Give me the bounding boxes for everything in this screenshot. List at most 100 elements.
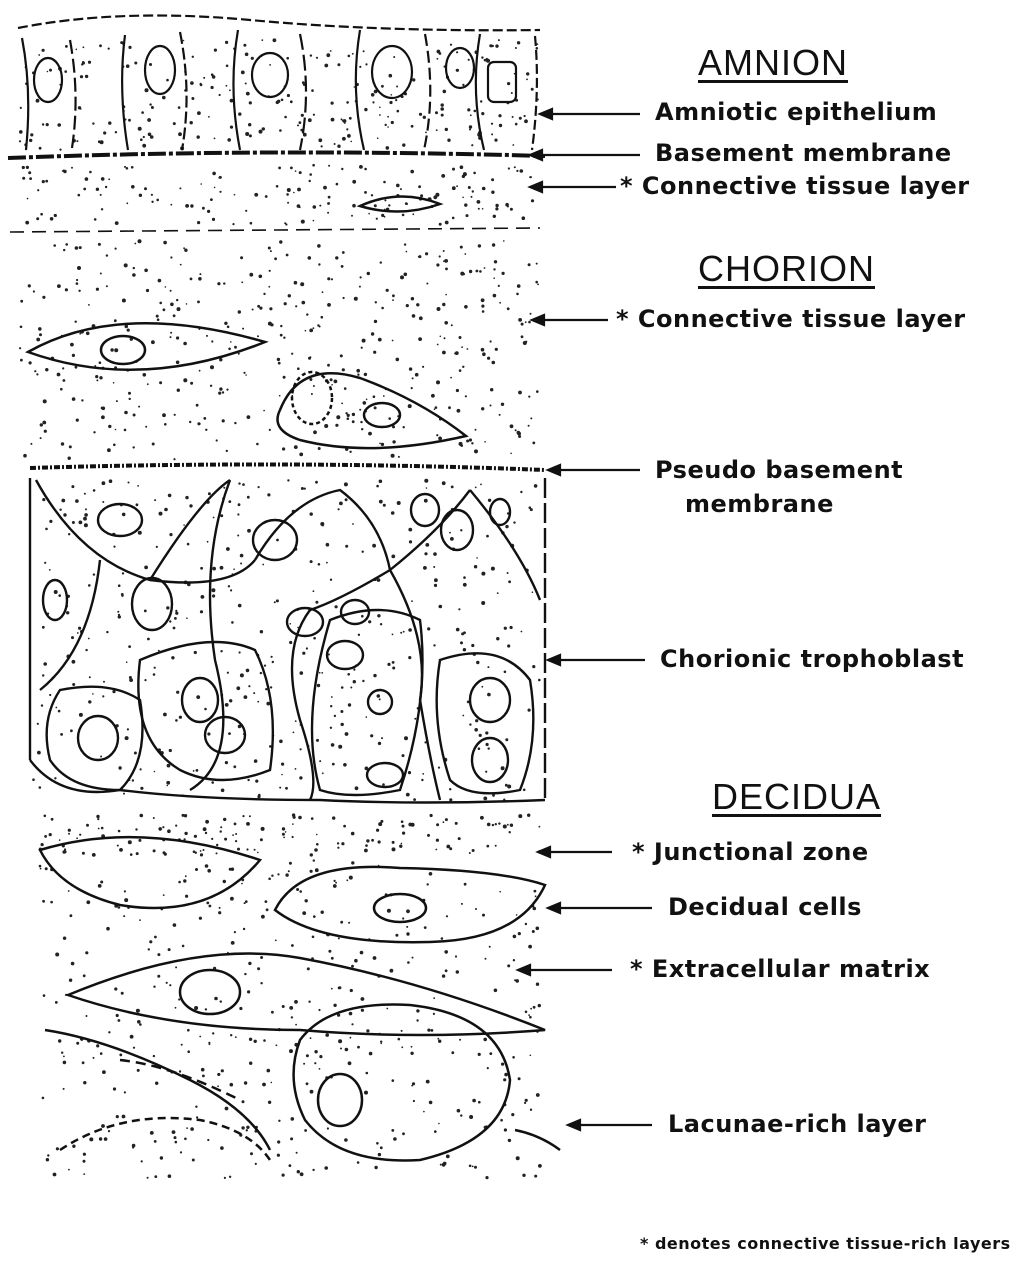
- stipple-dot: [250, 1152, 253, 1155]
- stipple-dot: [470, 114, 472, 116]
- stipple-dot: [366, 716, 368, 718]
- stipple-dot: [365, 844, 368, 847]
- stipple-dot: [49, 694, 51, 696]
- stipple-dot: [100, 140, 104, 144]
- stipple-dot: [327, 277, 330, 280]
- stipple-dot: [316, 739, 319, 742]
- stipple-dot: [66, 611, 69, 614]
- stipple-dot: [83, 517, 87, 521]
- stipple-dot: [226, 450, 228, 452]
- stipple-dot: [96, 379, 98, 381]
- stipple-dot: [380, 1146, 383, 1149]
- stipple-dot: [288, 870, 290, 872]
- stipple-dot: [132, 273, 136, 277]
- stipple-dot: [360, 951, 364, 955]
- stipple-dot: [245, 210, 247, 212]
- stipple-dot: [210, 198, 213, 201]
- stipple-dot: [450, 377, 452, 379]
- stipple-dot: [299, 776, 302, 779]
- stipple-dot: [187, 1050, 190, 1053]
- stipple-dot: [254, 849, 256, 851]
- stipple-dot: [154, 1140, 157, 1143]
- stipple-dot: [352, 180, 356, 184]
- stipple-dot: [173, 627, 176, 630]
- stipple-dot: [497, 592, 499, 594]
- stipple-dot: [328, 202, 330, 204]
- stipple-dot: [258, 794, 261, 797]
- stipple-dot: [276, 185, 279, 188]
- stipple-dot: [257, 335, 259, 337]
- stipple-dot: [156, 546, 158, 548]
- stipple-dot: [482, 310, 485, 313]
- stipple-dot: [124, 429, 127, 432]
- stipple-dot: [426, 283, 428, 285]
- stipple-dot: [263, 1039, 266, 1042]
- stipple-dot: [201, 1068, 205, 1072]
- stipple-dot: [443, 250, 445, 252]
- stipple-dot: [216, 852, 218, 854]
- stipple-dot: [495, 44, 498, 47]
- stipple-dot: [310, 853, 313, 856]
- stipple-dot: [211, 340, 213, 342]
- stipple-dot: [241, 883, 243, 885]
- stipple-dot: [124, 263, 128, 267]
- stipple-dot: [533, 1006, 536, 1009]
- stipple-dot: [430, 814, 433, 817]
- stipple-dot: [511, 92, 513, 94]
- stipple-dot: [49, 833, 52, 836]
- stipple-dot: [416, 303, 419, 306]
- stipple-dot: [472, 849, 475, 852]
- stipple-dot: [114, 987, 117, 990]
- stipple-dot: [289, 1006, 293, 1010]
- stipple-dot: [436, 823, 439, 826]
- stipple-dot: [337, 145, 340, 148]
- stipple-dot: [165, 286, 167, 288]
- stipple-dot: [238, 310, 241, 313]
- stipple-dot: [162, 826, 164, 828]
- stipple-dot: [200, 567, 203, 570]
- stipple-dot: [186, 303, 188, 305]
- stipple-dot: [445, 268, 448, 271]
- stipple-dot: [325, 1033, 329, 1037]
- stipple-dot: [328, 196, 331, 199]
- stipple-dot: [507, 824, 509, 826]
- stipple-dot: [326, 562, 328, 564]
- stipple-dot: [464, 883, 467, 886]
- stipple-dot: [338, 1039, 342, 1043]
- stipple-dot: [68, 457, 71, 460]
- stipple-dot: [126, 64, 130, 68]
- stipple-dot: [397, 501, 401, 505]
- stipple-dot: [120, 41, 123, 44]
- stipple-dot: [138, 406, 140, 408]
- stipple-dot: [68, 829, 71, 832]
- stipple-dot: [207, 210, 210, 213]
- stipple-dot: [71, 485, 74, 488]
- stipple-dot: [409, 540, 412, 543]
- stipple-dot: [262, 127, 265, 130]
- stipple-dot: [237, 848, 240, 851]
- stipple-dot: [235, 840, 237, 842]
- stipple-dot: [140, 787, 143, 790]
- stipple-dot: [412, 78, 415, 81]
- label-connective-tissue-chorion: * Connective tissue layer: [616, 305, 966, 333]
- stipple-dot: [234, 194, 236, 196]
- stipple-dot: [372, 101, 374, 103]
- stipple-dot: [481, 56, 483, 58]
- stipple-dot: [78, 194, 81, 197]
- stipple-dot: [364, 849, 368, 853]
- stipple-dot: [412, 314, 416, 318]
- stipple-dot: [493, 268, 495, 270]
- stipple-dot: [42, 49, 45, 52]
- stipple-dot: [151, 340, 155, 344]
- basement-membrane-line: [8, 152, 545, 158]
- stipple-dot: [433, 644, 435, 646]
- stipple-dot: [532, 665, 535, 668]
- stipple-dot: [88, 638, 90, 640]
- stipple-dot: [521, 323, 524, 326]
- amniotic-epithelium-drawing: [18, 16, 540, 151]
- stipple-dot: [305, 330, 307, 332]
- stipple-dot: [197, 221, 200, 224]
- stipple-dot: [230, 1034, 232, 1036]
- stipple-dot: [380, 1041, 382, 1043]
- stipple-dot: [483, 797, 487, 801]
